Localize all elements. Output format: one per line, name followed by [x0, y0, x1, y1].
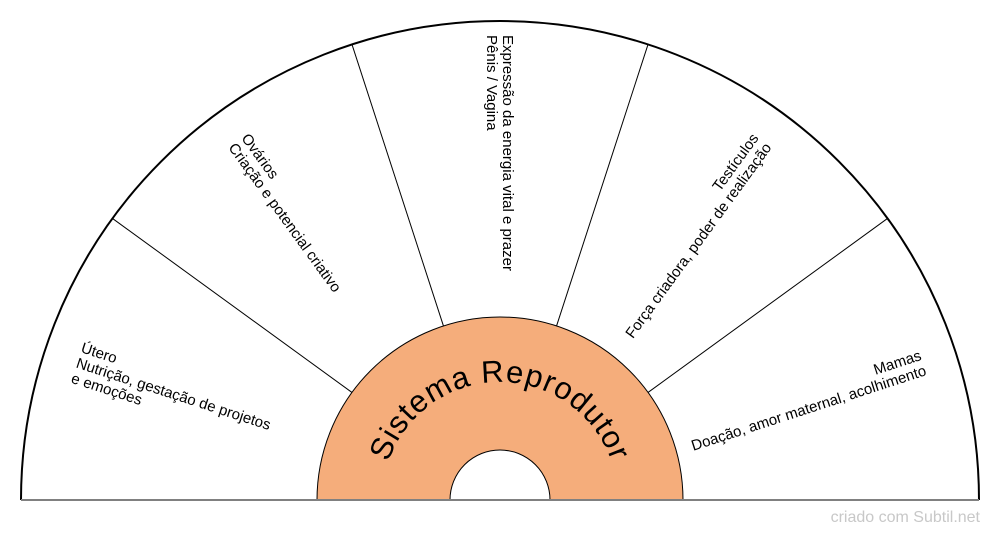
center-ring [316, 316, 684, 501]
segment-title: Pênis / Vagina [483, 35, 500, 131]
segment-dividers [112, 44, 888, 393]
divider-line [351, 44, 444, 327]
segment-description: Expressão da energia vital e prazer [499, 35, 516, 271]
divider-line [112, 218, 353, 393]
divider-line [647, 218, 888, 393]
outer-arc [20, 20, 980, 501]
credit-text: criado com Subtil.net [830, 509, 980, 526]
divider-line [556, 44, 649, 327]
